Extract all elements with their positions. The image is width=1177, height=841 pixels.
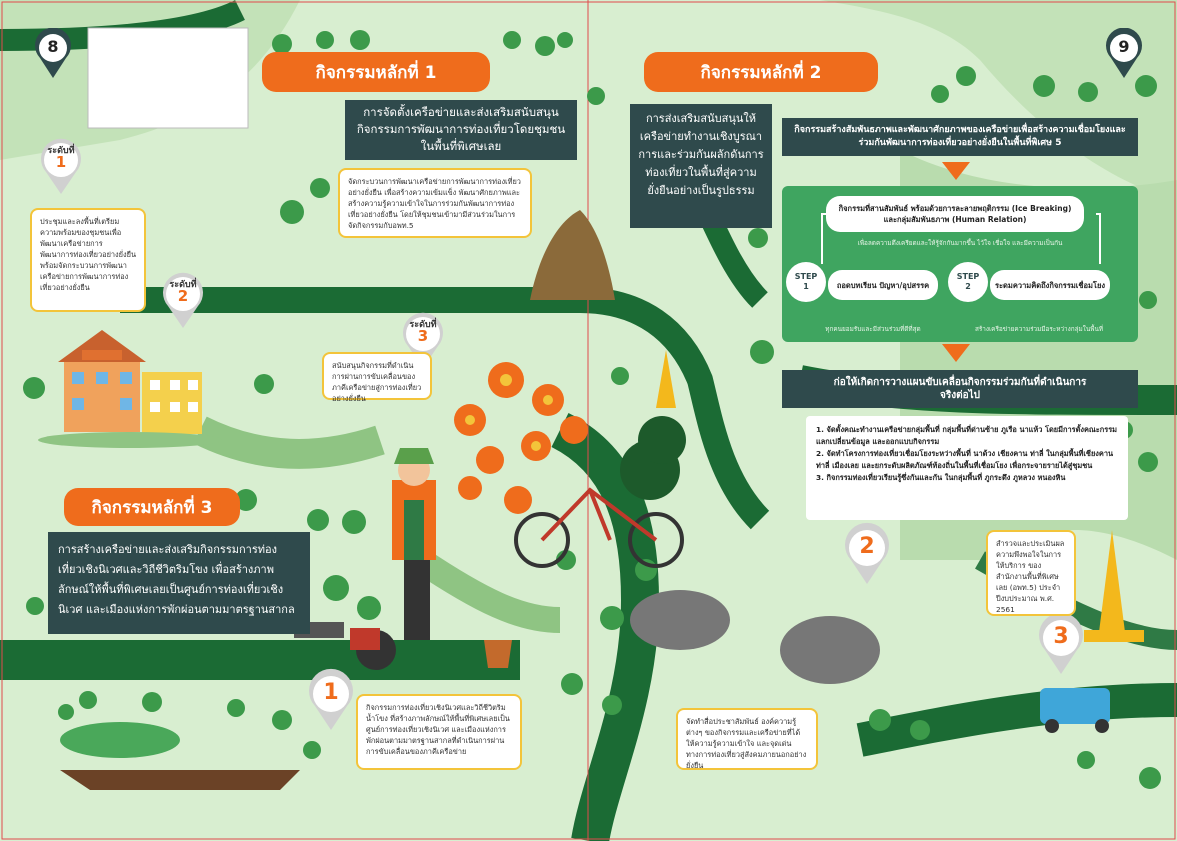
activity2-description: การส่งเสริมสนับสนุนให้เครือข่ายทำงานเชิง… (630, 104, 772, 228)
list-item: 1. จัดตั้งคณะทำงานเครือข่ายกลุ่มพื้นที่ … (816, 425, 1118, 446)
level2-number: 2 (177, 287, 189, 305)
level2-label: ระดับที่ (169, 280, 197, 290)
activity1-top-note: จัดกระบวนการพัฒนาเครือข่ายการพัฒนาการท่อ… (338, 168, 532, 238)
activity2-header2: ก่อให้เกิดการวางแผนขับเคลื่อนกิจกรรมร่วม… (782, 370, 1138, 408)
list-item: 3. กิจกรรมท่องเที่ยวเรียนรู้ซึ่งกันและกั… (816, 473, 1066, 482)
step2-badge: STEP 2 (948, 262, 988, 302)
activity2-list: 1. จัดตั้งคณะทำงานเครือข่ายกลุ่มพื้นที่ … (806, 416, 1128, 520)
level1-number: 1 (55, 153, 67, 171)
step2-word: STEP (956, 272, 980, 281)
activity3-pin1-number: 1 (323, 680, 339, 705)
level3-pin (403, 312, 443, 368)
page-pin-right (1106, 28, 1142, 78)
activity3-tab: กิจกรรมหลักที่ 3 (64, 488, 240, 526)
activity1-tab: กิจกรรมหลักที่ 1 (262, 52, 490, 92)
step-top-pill: กิจกรรมที่สานสัมพันธ์ พร้อมด้วยการละลายพ… (826, 196, 1084, 232)
page-number-left: 8 (47, 37, 59, 56)
activity2-tab: กิจกรรมหลักที่ 2 (644, 52, 878, 92)
activity3-pin1 (309, 668, 353, 730)
step-connector (821, 213, 1101, 264)
step-top-caption: เพื่อลดความตึงเครียดและให้รู้จักกันมากขึ… (857, 239, 1063, 247)
page-pin-left (35, 28, 71, 78)
step2-caption: สร้างเครือข่ายความร่วมมือระหว่างกลุ่มในพ… (974, 325, 1104, 333)
pin3 (1039, 612, 1083, 674)
step1-pill: ถอดบทเรียน ปัญหา/อุปสรรค (828, 270, 938, 300)
step1-word: STEP (794, 272, 818, 281)
level3-note: สนับสนุนกิจกรรมที่ดำเนินการผ่านการขับเคล… (322, 352, 432, 403)
step2-pill: ระดมความคิดถึงกิจกรรมเชื่อมโยง (990, 270, 1110, 300)
pin2-number: 2 (859, 534, 875, 559)
page-number-right: 9 (1118, 37, 1130, 56)
step1-number: 1 (803, 282, 809, 291)
step2-number: 2 (965, 282, 971, 291)
list-item: 2. จัดทำโครงการท่องเที่ยวเชื่อมโยงระหว่า… (816, 449, 1114, 470)
step1-badge: STEP 1 (786, 262, 826, 302)
level1-note: ประชุมและลงพื้นที่เตรียมความพร้อมของชุมช… (30, 208, 146, 312)
arrow-down-icon-2 (942, 344, 970, 362)
level1-pin (41, 138, 81, 194)
activity2-mid-note: จัดทำสื่อประชาสัมพันธ์ องค์ความรู้ต่างๆ … (676, 708, 818, 770)
activity3-description: การสร้างเครือข่ายและส่งเสริมกิจกรรมการท่… (48, 532, 310, 634)
arrow-down-icon (942, 162, 970, 180)
level1-label: ระดับที่ (47, 146, 75, 156)
step1-caption: ทุกคนยอมรับและมีส่วนร่วมที่ดีที่สุด (825, 325, 921, 333)
level2-pin (163, 272, 203, 328)
activity2-header1: กิจกรรมสร้างสัมพันธภาพและพัฒนาศักยภาพของ… (782, 118, 1138, 156)
level3-number: 3 (417, 327, 429, 345)
pin2 (845, 522, 889, 584)
activity3-note: กิจกรรมการท่องเที่ยวเชิงนิเวศและวิถีชีวิ… (356, 694, 522, 770)
activity2-right-note: สำรวจและประเมินผลความพึงพอใจในการให้บริก… (986, 530, 1076, 616)
pin3-number: 3 (1053, 624, 1069, 649)
activity1-description: การจัดตั้งเครือข่ายและส่งเสริมสนับสนุนกิ… (345, 100, 577, 160)
level3-label: ระดับที่ (409, 320, 437, 330)
